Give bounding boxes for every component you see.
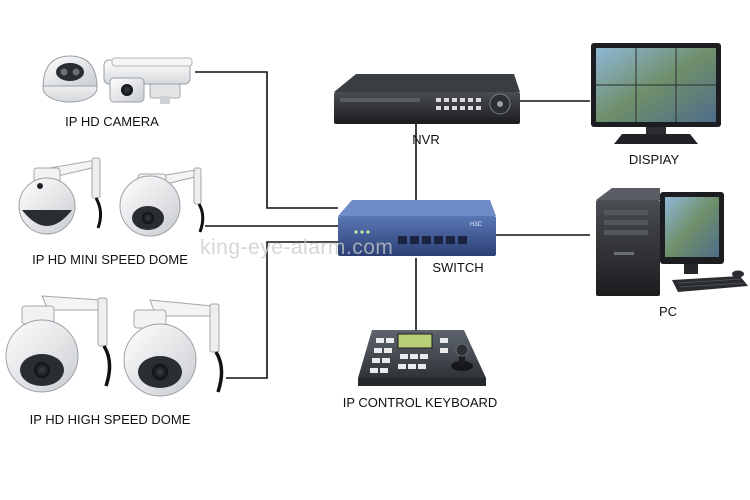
pc-icon: [596, 188, 748, 296]
nvr-label: NVR: [412, 132, 439, 147]
ip-hd-high-speed-dome-label: IP HD HIGH SPEED DOME: [30, 412, 191, 427]
ip-hd-camera-icon: [42, 55, 193, 104]
connection-lines: [195, 71, 590, 379]
ip-hd-camera-label: IP HD CAMERA: [65, 114, 159, 129]
nvr-icon: [334, 74, 520, 124]
pc-label: PC: [659, 304, 677, 319]
line-high-dome-to-switch: [226, 241, 338, 379]
ip-control-keyboard-icon: [358, 330, 486, 386]
watermark-text: king-eye-alarm.com: [200, 236, 394, 259]
switch-icon: H3C: [338, 200, 496, 256]
ip-hd-mini-speed-dome-icon: [18, 157, 205, 237]
display-label: DISPIAY: [629, 152, 680, 167]
switch-brand-label: H3C: [470, 222, 483, 228]
switch-label: SWITCH: [432, 260, 483, 275]
display-monitor-icon: [591, 43, 721, 144]
ip-control-keyboard-label: IP CONTROL KEYBOARD: [343, 395, 498, 410]
line-ip-camera-to-switch: [195, 71, 338, 209]
ip-hd-high-speed-dome-icon: [5, 295, 224, 397]
ip-hd-mini-speed-dome-label: IP HD MINI SPEED DOME: [32, 252, 188, 267]
